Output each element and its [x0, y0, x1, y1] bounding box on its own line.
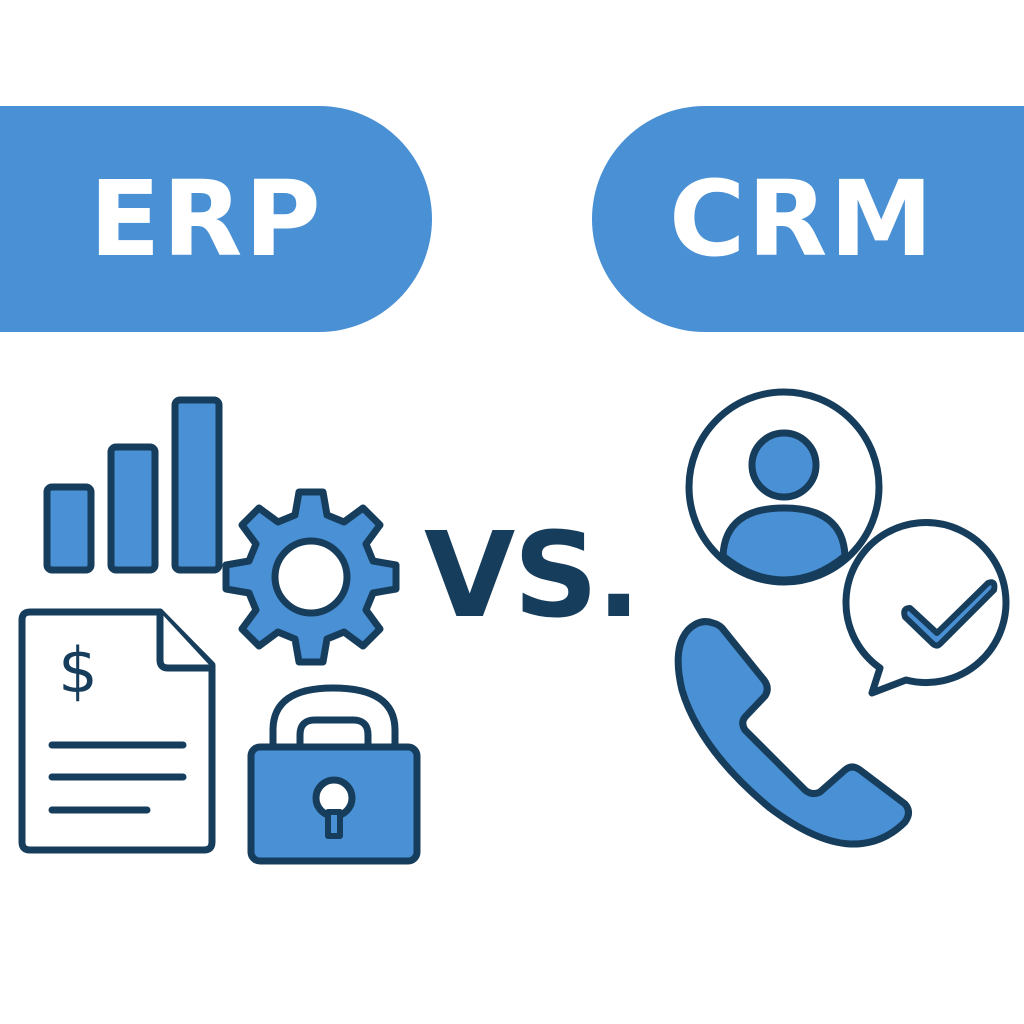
- gear-icon: [222, 488, 400, 666]
- invoice-document-icon: [18, 608, 216, 854]
- user-profile-icon: [685, 388, 883, 586]
- crm-label: CRM: [669, 158, 935, 280]
- erp-label-pill: ERP: [0, 106, 432, 332]
- crm-label-pill: CRM: [592, 106, 1024, 332]
- chat-check-icon: [842, 519, 1010, 697]
- erp-label: ERP: [89, 158, 323, 280]
- dollar-sign: $: [58, 634, 97, 707]
- padlock-icon: [247, 684, 421, 865]
- phone-icon: [674, 618, 912, 848]
- versus-label: VS.: [424, 506, 641, 644]
- bar-chart-icon: [43, 396, 223, 574]
